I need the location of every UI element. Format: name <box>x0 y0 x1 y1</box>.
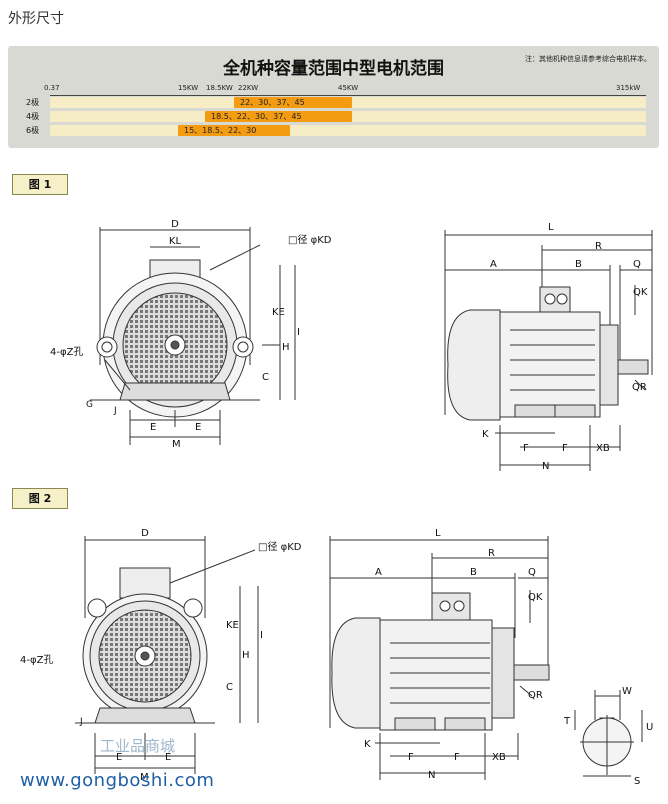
figure1-label: 图 1 <box>12 174 68 195</box>
figure2-label: 图 2 <box>12 488 68 509</box>
fig2-dim-C: C <box>226 682 233 693</box>
fig1-dim-D: D <box>171 219 179 230</box>
fig1-dim-R: R <box>595 241 602 252</box>
fig2-dim-S: S <box>634 776 640 787</box>
fig1-dim-N: N <box>542 461 549 472</box>
scale-label-0: 0.37 <box>44 84 60 92</box>
fig2-dim-T: T <box>563 716 571 727</box>
fig1-dim-E-left: E <box>150 422 156 433</box>
fig1-dim-F-right: F <box>562 443 568 454</box>
fig2-dim-QR: QR <box>528 690 543 701</box>
fig1-dim-A: A <box>490 259 497 270</box>
fig1-dim-H: H <box>282 342 290 353</box>
pole-row-4: 18.5、22、30、37、45 <box>50 111 646 122</box>
watermark-cn: 工业品商城 <box>100 737 176 755</box>
fig2-dim-R: R <box>488 548 495 559</box>
fig1-dim-L: L <box>548 222 554 233</box>
fig2-dim-A: A <box>375 567 382 578</box>
range-title: 全机种容量范围中型电机范围 <box>223 59 444 79</box>
fig2-dim-M: M <box>140 772 149 783</box>
scale-label-1: 15KW <box>178 84 199 92</box>
fig2-dim-Q: Q <box>528 567 536 578</box>
fig2-dim-E-left: E <box>116 752 122 763</box>
fig1-dim-QK: QK <box>633 287 648 298</box>
pole-label-4: 4极 <box>26 112 40 121</box>
fig2-dim-QK: QK <box>528 592 543 603</box>
pole-bar-4: 18.5、22、30、37、45 <box>205 111 352 122</box>
fig1-dim-M: M <box>172 439 181 450</box>
figure1-front-view: D KL □径 φKD KE H I C 4-φZ孔 G J E E M <box>50 219 332 450</box>
fig2-dim-N: N <box>428 770 435 781</box>
fig2-dim-L: L <box>435 528 441 539</box>
fig2-dim-XB: XB <box>492 752 506 763</box>
fig1-dim-K: K <box>482 429 489 440</box>
fig1-dim-J: J <box>113 406 117 416</box>
scale-label-2: 18.5KW <box>206 84 233 92</box>
figure2-side-view: L R A B Q QK QR K F F N XB <box>329 528 550 781</box>
pole-bar-2: 22、30、37、45 <box>234 97 352 108</box>
fig1-dim-KL: KL <box>169 236 182 247</box>
fig2-dim-W: W <box>622 686 632 697</box>
fig1-dim-E-right: E <box>195 422 201 433</box>
range-note: 注：其他机种信息请参考综合电机样本。 <box>525 55 651 63</box>
figure2-front-view: D □径 φKD KE H I C 4-φZ孔 J E E M <box>20 528 302 783</box>
page-title: 外形尺寸 <box>8 11 64 27</box>
fig1-dim-QR: QR <box>632 382 647 393</box>
fig2-dim-D: D <box>141 528 149 539</box>
fig2-dim-holes: 4-φZ孔 <box>20 654 53 666</box>
pole-bar-6: 15、18.5、22、30 <box>178 125 290 136</box>
fig2-dim-K: K <box>364 739 371 750</box>
figure2-shaft-section: W T U S <box>563 686 653 787</box>
fig2-dim-U: U <box>646 722 653 733</box>
scale-label-4: 45KW <box>338 84 359 92</box>
scale-label-3: 22KW <box>238 84 259 92</box>
pole-row-2: 22、30、37、45 <box>50 97 646 108</box>
fig2-dim-KE: KE <box>226 620 239 631</box>
pole-row-6: 15、18.5、22、30 <box>50 125 646 136</box>
fig2-dim-B: B <box>470 567 477 578</box>
fig1-dim-Q: Q <box>633 259 641 270</box>
fig2-dim-KD: □径 φKD <box>258 540 302 553</box>
scale-axis <box>50 95 646 96</box>
fig2-dim-J: J <box>79 717 83 727</box>
fig1-dim-KD: □径 φKD <box>288 233 332 246</box>
fig2-dim-F-right: F <box>454 752 460 763</box>
fig1-dim-F-left: F <box>523 443 529 454</box>
figure1-side-view: L R A B Q QK QR K F F N XB <box>444 222 653 472</box>
pole-label-6: 6极 <box>26 126 40 135</box>
fig1-dim-B: B <box>575 259 582 270</box>
fig1-dim-I: I <box>297 327 300 338</box>
fig1-dim-G: G <box>86 400 93 410</box>
fig1-dim-holes: 4-φZ孔 <box>50 346 83 358</box>
capacity-range-panel: 全机种容量范围中型电机范围 注：其他机种信息请参考综合电机样本。 0.37 15… <box>8 46 659 148</box>
fig1-dim-XB: XB <box>596 443 610 454</box>
fig2-dim-H: H <box>242 650 250 661</box>
fig2-dim-F-left: F <box>408 752 414 763</box>
fig2-dim-I: I <box>260 630 263 641</box>
scale-label-5: 315kW <box>616 84 641 92</box>
fig2-dim-E-right: E <box>165 752 171 763</box>
pole-label-2: 2极 <box>26 98 40 107</box>
fig1-dim-C: C <box>262 372 269 383</box>
fig1-dim-KE: KE <box>272 307 285 318</box>
watermark-url: www.gongboshi.com <box>20 770 215 791</box>
